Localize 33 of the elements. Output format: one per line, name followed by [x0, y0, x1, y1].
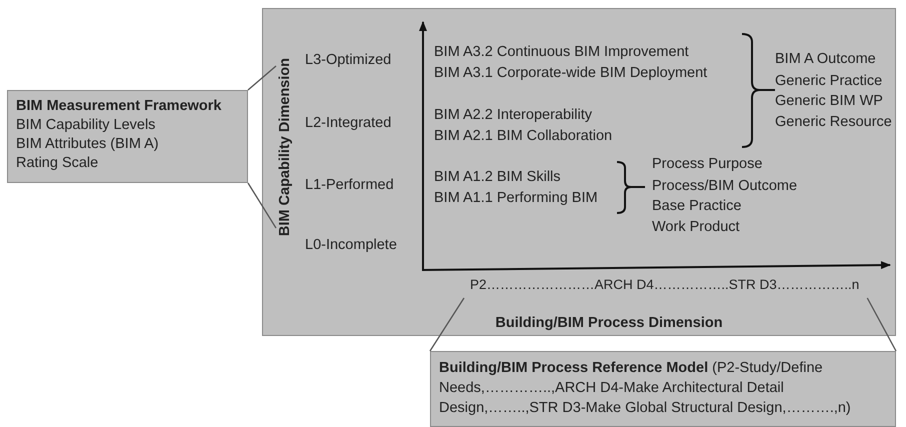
outcome-label: Generic BIM WP	[775, 92, 883, 110]
level-label: L1-Performed	[305, 176, 394, 194]
process-label: Process/BIM Outcome	[652, 177, 798, 195]
diagram-panel	[262, 8, 896, 336]
attribute-label: BIM A3.1 Corporate-wide BIM Deployment	[434, 64, 708, 82]
attribute-label: BIM A1.1 Performing BIM	[434, 189, 598, 207]
attribute-label: BIM A1.2 BIM Skills	[434, 168, 561, 186]
leader-line	[248, 66, 276, 90]
reference-model-callout-box	[430, 351, 896, 427]
axis-title: BIM Capability Dimension	[276, 58, 294, 236]
process-label: Process Purpose	[652, 155, 762, 173]
level-label: L3-Optimized	[305, 51, 392, 69]
outcome-label: Generic Practice	[775, 72, 882, 90]
callout-heading: BIM Measurement Framework	[16, 97, 222, 116]
attribute-label: BIM A2.1 BIM Collaboration	[434, 127, 612, 145]
leader-line	[866, 298, 897, 352]
attribute-label: BIM A3.2 Continuous BIM Improvement	[434, 43, 689, 61]
callout-text: BIM Capability Levels	[16, 116, 156, 135]
callout-text: BIM Attributes (BIM A)	[16, 135, 160, 154]
process-axis-ticks: P2……………………ARCH D4……………..STR D3……………..n	[470, 276, 860, 294]
process-label: Base Practice	[652, 197, 742, 215]
callout-text: Rating Scale	[16, 154, 100, 173]
level-label: L0-Incomplete	[305, 236, 397, 254]
attribute-label: BIM A2.2 Interoperability	[434, 106, 592, 124]
leader-line	[247, 182, 277, 228]
outcome-label: BIM A Outcome	[775, 50, 876, 68]
leader-line	[429, 298, 465, 352]
level-label: L2-Integrated	[305, 114, 392, 132]
callout-text: Building/BIM Process Reference Model (P2-Study/Define Needs,…………..,ARCH D4-Make Architectural Detail Design,……..,STR D3-Make Global Structural Design,……….,n)	[439, 359, 852, 418]
framework-callout-box	[7, 90, 248, 183]
outcome-label: Generic Resource	[775, 113, 892, 131]
axis-title: Building/BIM Process Dimension	[495, 314, 723, 332]
process-label: Work Product	[652, 218, 740, 236]
